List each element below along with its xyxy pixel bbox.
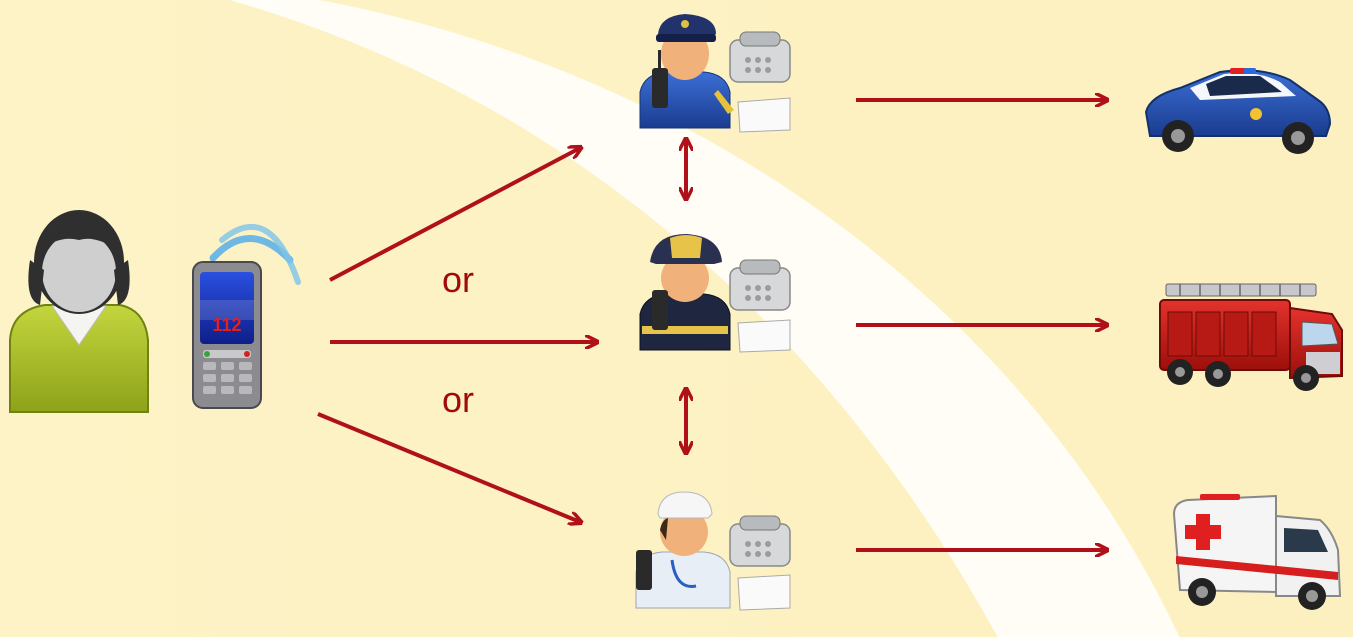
- fire-truck-icon: [1159, 283, 1343, 391]
- medical-dispatcher-icon: [635, 491, 791, 611]
- police-dispatcher-icon: [639, 14, 791, 133]
- mobile-phone-icon: 112: [192, 223, 301, 409]
- or-label-bottom: or: [442, 379, 475, 420]
- arrow-caller-to-medical: [317, 412, 580, 522]
- ambulance-icon: [1172, 494, 1342, 610]
- phone-screen-number: 112: [212, 315, 241, 335]
- arrow-caller-to-police: [329, 148, 580, 282]
- police-car-icon: [1144, 68, 1332, 154]
- or-label-top: or: [442, 259, 475, 300]
- fire-dispatcher-icon: [639, 234, 791, 353]
- woman-caller-icon: [9, 210, 149, 413]
